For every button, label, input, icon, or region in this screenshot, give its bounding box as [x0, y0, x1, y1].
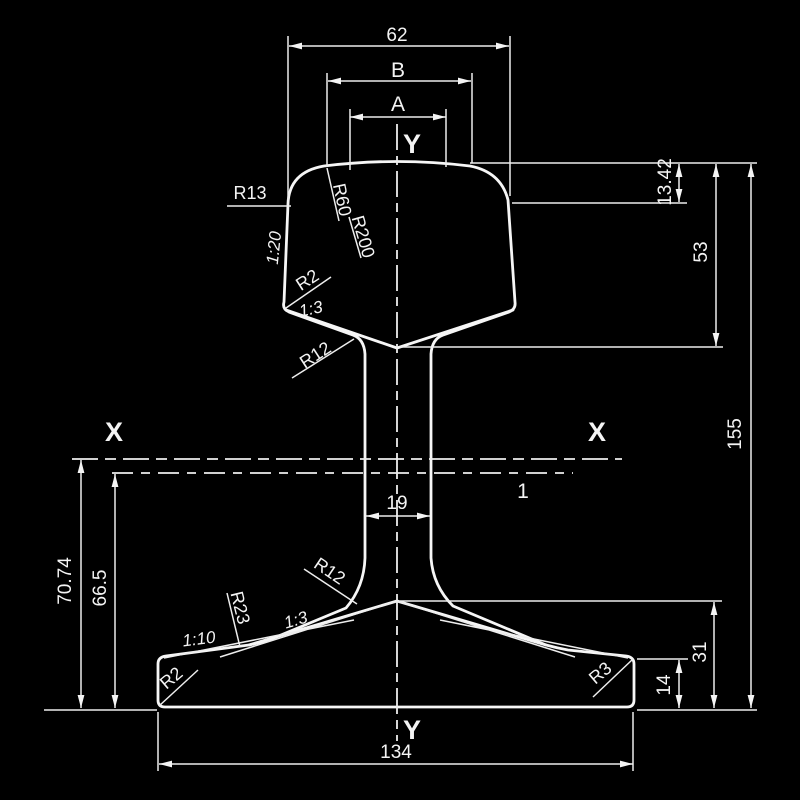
axis-y-top-label: Y: [403, 129, 421, 159]
rail-profile-path: [156, 160, 636, 709]
leader-lines: [158, 167, 634, 707]
extension-lines: [44, 36, 757, 771]
leader-r23: [226, 592, 241, 648]
dim-14-label: 14: [654, 674, 675, 696]
axis-y-bottom-label: Y: [403, 715, 421, 745]
slope-1-3-head-label: 1:3: [297, 297, 325, 321]
leader-r12-foot: [303, 568, 358, 605]
dim-53-label: 53: [691, 241, 712, 262]
leader-r3-foot: [592, 658, 634, 698]
dim-134-label: 134: [380, 742, 412, 763]
leader-r12-head: [291, 338, 355, 379]
slope-1-10-label: 1:10: [181, 627, 217, 650]
r13-label: R13: [233, 183, 266, 203]
leader-r2-foot: [158, 669, 199, 707]
dim-19-label: 19: [386, 493, 407, 514]
axes: [72, 124, 622, 741]
dim-155-label: 155: [725, 418, 746, 450]
axis-x-left-label: X: [105, 417, 123, 447]
axis-x-right-label: X: [588, 417, 606, 447]
dim-b-label: B: [391, 59, 405, 82]
dimension-lines: [77, 42, 755, 768]
leader-r2-head: [285, 276, 332, 309]
dim-62-label: 62: [386, 25, 407, 46]
dim-70-74-label: 70.74: [55, 557, 76, 605]
dim-66-5-label: 66.5: [90, 570, 111, 607]
dim-31-label: 31: [690, 641, 711, 662]
leader-r60: [326, 167, 340, 222]
dim-a-label: A: [391, 93, 405, 116]
dim-13-42-label: 13.42: [655, 158, 676, 206]
foot-construction-lines: [163, 600, 629, 659]
slope-1-20-label: 1:20: [263, 230, 285, 265]
leader-r200: [348, 216, 362, 259]
section-1-label: 1: [517, 480, 529, 503]
